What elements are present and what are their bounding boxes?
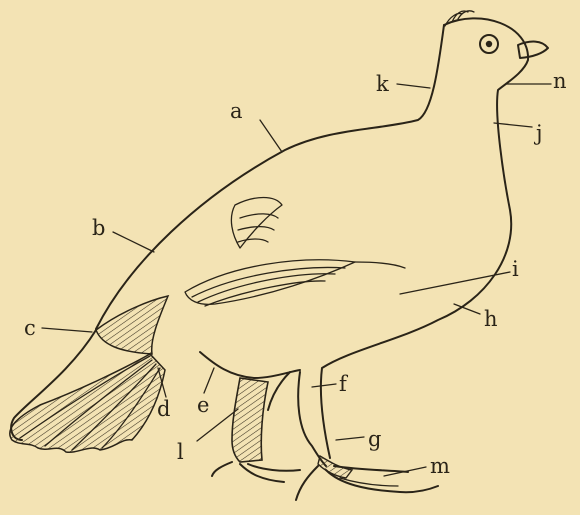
leader-g: [336, 437, 364, 440]
label-b: b: [92, 216, 105, 240]
label-h: h: [484, 307, 498, 331]
label-m: m: [430, 454, 450, 478]
head-details: [445, 11, 548, 58]
leader-i: [400, 272, 510, 294]
label-l: l: [177, 440, 184, 464]
label-e: e: [197, 393, 209, 417]
label-a: a: [230, 99, 243, 123]
far-leg: [212, 378, 300, 482]
leader-j: [494, 123, 532, 127]
label-i: i: [512, 257, 519, 281]
label-k: k: [376, 72, 389, 96]
leader-f: [312, 384, 336, 387]
leader-a: [260, 120, 282, 152]
label-c: c: [24, 316, 36, 340]
wing: [185, 198, 405, 307]
label-g: g: [368, 427, 381, 451]
leader-c: [42, 328, 92, 332]
label-n: n: [553, 69, 567, 93]
leader-b: [113, 232, 154, 252]
label-j: j: [533, 121, 543, 145]
leader-e: [204, 368, 214, 393]
bird-body-outline: [96, 18, 528, 458]
near-leg: [296, 372, 438, 500]
beak: [518, 42, 548, 58]
eye-pupil: [486, 41, 492, 47]
leader-k: [397, 84, 430, 88]
label-f: f: [339, 372, 349, 396]
label-d: d: [157, 397, 170, 421]
